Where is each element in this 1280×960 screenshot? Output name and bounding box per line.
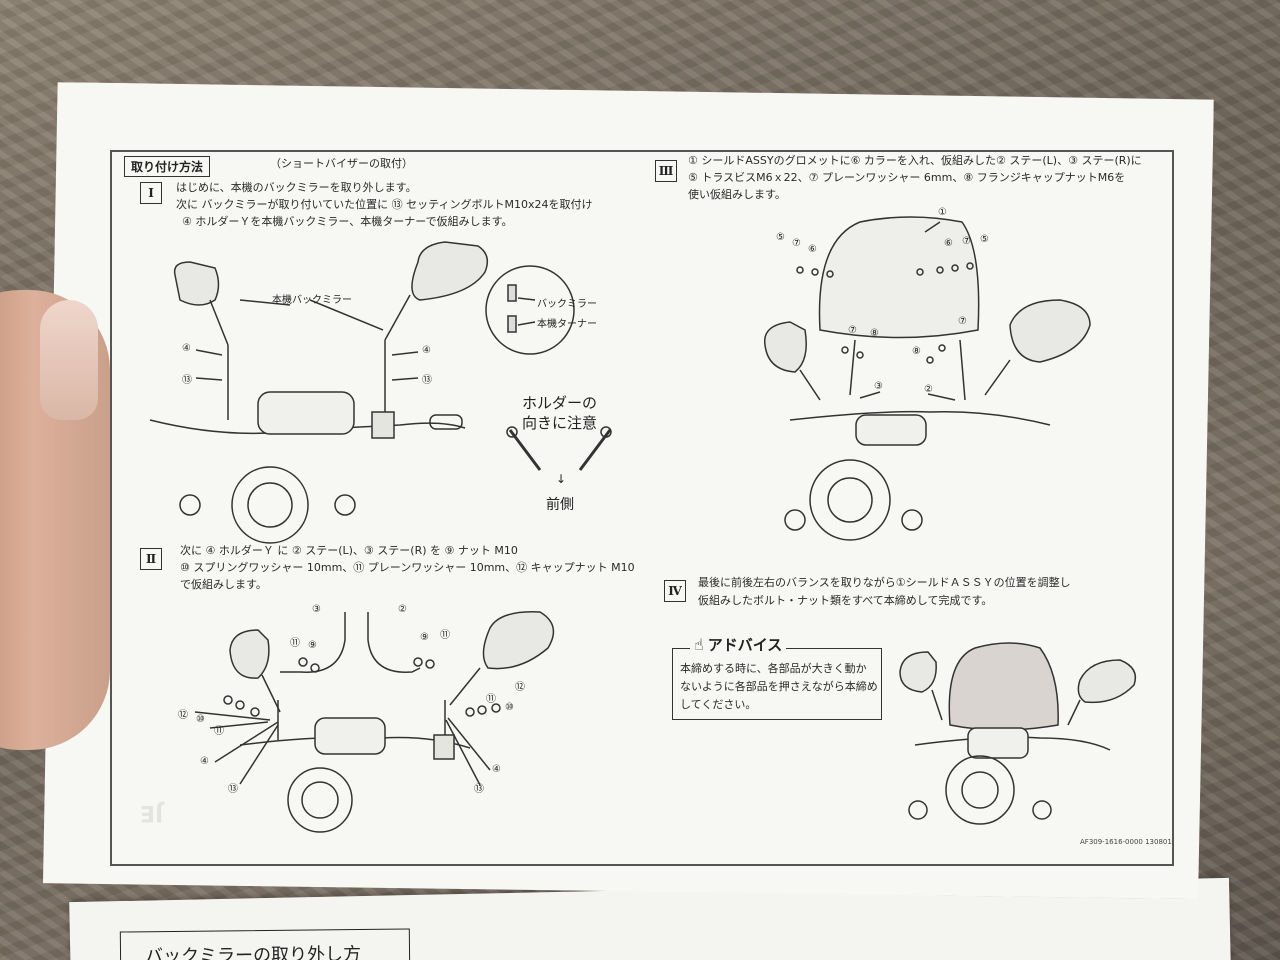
- step-4-line-2: 仮組みしたボルト・ナット類をすべて本締めして完成です。: [698, 594, 993, 607]
- s3-part-label: ②: [924, 384, 933, 395]
- s3-part-label: ⑤: [980, 234, 989, 245]
- callout-back-mirror: バックミラー: [537, 299, 597, 310]
- finished-shield: [948, 642, 1059, 731]
- s3-part-label: ⑦: [792, 238, 801, 249]
- s1-part-label: ④: [182, 343, 191, 354]
- s2-part-label: ⑪: [440, 630, 450, 641]
- step-3-number: Ⅲ: [655, 160, 677, 182]
- advice-title: ☝ アドバイス: [690, 634, 787, 655]
- document-code: AF309-1616-0000 130801: [1080, 838, 1172, 846]
- s2-part-label: ⑩: [505, 702, 514, 713]
- step-2-number: Ⅱ: [140, 548, 162, 570]
- s2-part-label: ⑪: [486, 694, 496, 705]
- thumb-nail: [40, 300, 98, 420]
- step-3-line-3: 使い仮組みします。: [688, 188, 786, 201]
- step-2-line-2: ⑩ スプリングワッシャー 10mm、⑪ プレーンワッシャー 10mm、⑫ キャッ…: [180, 561, 635, 574]
- s2-part-label: ④: [200, 756, 209, 767]
- warning-line-2: 向きに注意: [522, 414, 598, 432]
- s3-part-label: ⑤: [776, 232, 785, 243]
- section-subtitle: （ショートバイザーの取付）: [270, 157, 413, 170]
- s1-part-label: ④: [422, 345, 431, 356]
- advice-title-text: アドバイス: [707, 636, 783, 654]
- step-3-line-2: ⑤ トラスビスM6ｘ22、⑦ プレーンワッシャー 6mm、⑧ フランジキャップナ…: [688, 171, 1126, 184]
- s1-part-label: ⑬: [422, 375, 432, 386]
- s3-part-label: ⑦: [962, 236, 971, 247]
- step-1-line-3: ④ ホルダーＹを本機バックミラー、本機ターナーで仮組みします。: [182, 215, 513, 228]
- instruction-border: [110, 150, 1174, 866]
- front-label: 前側: [546, 497, 574, 513]
- s2-part-label: ⑩: [196, 714, 205, 725]
- s1-part-label: ⑬: [182, 375, 192, 386]
- s2-part-label: ④: [492, 764, 501, 775]
- s3-part-label: ③: [874, 381, 883, 392]
- s3-part-label: ⑥: [808, 244, 817, 255]
- s2-part-label: ⑨: [308, 640, 317, 651]
- step-4-number: Ⅳ: [664, 580, 686, 602]
- step-2-line-1: 次に ④ ホルダーＹ に ② ステー(L)、③ ステー(R) を ⑨ ナット M…: [180, 544, 518, 557]
- step-1-number: Ⅰ: [140, 182, 162, 204]
- s3-part-label: ⑥: [944, 238, 953, 249]
- right-mirror-shape: [411, 241, 489, 301]
- advice-line-1: 本締めする時に、各部品が大きく動か: [680, 662, 867, 675]
- s2-part-label: ⑬: [228, 784, 238, 795]
- step-1-line-1: はじめに、本機のバックミラーを取り外します。: [176, 181, 417, 194]
- pointing-hand-icon: ☝: [694, 635, 704, 654]
- s2-part-label: ⑪: [290, 638, 300, 649]
- s3-part-label: ①: [938, 207, 947, 218]
- step-4-line-1: 最後に前後左右のバランスを取りながら①シールドＡＳＳＹの位置を調整し: [698, 576, 1071, 589]
- step-3-line-1: ① シールドASSYのグロメットに⑥ カラーを入れ、仮組みした② ステー(L)、…: [688, 154, 1142, 167]
- s2-part-label: ⑪: [214, 726, 224, 737]
- s2-part-label: ⑨: [420, 632, 429, 643]
- label-main-mirror: 本機バックミラー: [272, 295, 352, 306]
- warning-line-1: ホルダーの: [522, 394, 598, 412]
- callout-turner: 本機ターナー: [537, 319, 597, 330]
- shield-shape: [818, 216, 980, 339]
- step-1-line-2: 次に バックミラーが取り付いていた位置に ⑬ セッティングボルトM10x24を取…: [176, 198, 593, 211]
- s2-part-label: ②: [398, 604, 407, 615]
- s2-part-label: ⑫: [178, 710, 188, 721]
- s3-part-label: ⑧: [870, 328, 879, 339]
- s2-part-label: ③: [312, 604, 321, 615]
- s2-part-label: ⑫: [515, 682, 525, 693]
- advice-line-3: してください。: [680, 698, 757, 711]
- advice-line-2: ないように各部品を押さえながら本締め: [680, 680, 878, 693]
- section-tag: 取り付け方法: [124, 156, 211, 177]
- step-2-line-3: で仮組みします。: [180, 578, 267, 591]
- advice-box: [672, 648, 882, 720]
- front-arrow: ↓: [556, 472, 567, 486]
- s3-part-label: ⑧: [912, 346, 921, 357]
- s3-part-label: ⑦: [848, 325, 857, 336]
- left-mirror-shape: [173, 261, 220, 306]
- s2-part-label: ⑬: [474, 784, 484, 795]
- s3-part-label: ⑦: [958, 316, 967, 327]
